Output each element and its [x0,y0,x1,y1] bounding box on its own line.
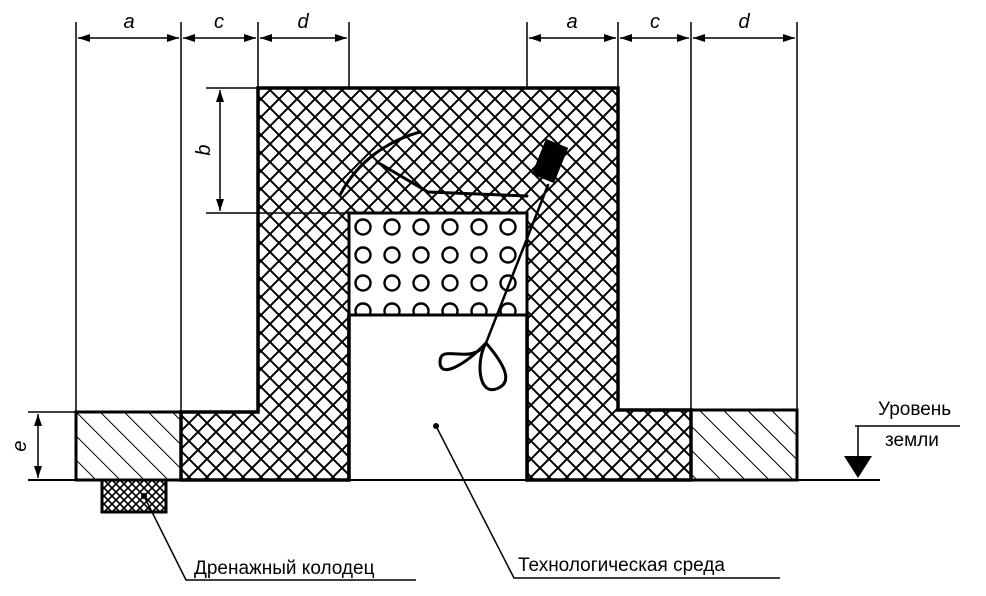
dimension-b: b [193,144,215,155]
process-medium-label: Технологическая среда [518,555,725,576]
process-medium-area [349,315,527,480]
ground-level-marker-icon [844,456,872,478]
ground-level-label-line1: Уровень [878,399,951,420]
drainage-well-label: Дренажный колодец [194,558,375,579]
ground-level-label-line2: земли [885,430,939,451]
mixer-apparatus [338,130,550,392]
extension-lines [75,22,798,412]
dimension-c-left: c [214,11,224,33]
circles-region [347,211,529,317]
probe-head [531,138,569,184]
dimension-b-lines [206,87,258,214]
dimension-d-left: d [297,11,309,33]
left-outer-block [74,410,183,482]
dimension-e: e [9,440,31,451]
dimension-a-right: a [566,11,577,33]
right-outer-block [689,408,799,482]
dimension-a-left: a [123,11,134,33]
dimension-d-right: d [738,11,750,33]
drainage-well [100,478,168,514]
dimension-e-lines [28,411,76,478]
drainage-well-leader [143,495,416,581]
process-medium-leader [435,425,780,579]
dimension-c-right: c [650,11,660,33]
